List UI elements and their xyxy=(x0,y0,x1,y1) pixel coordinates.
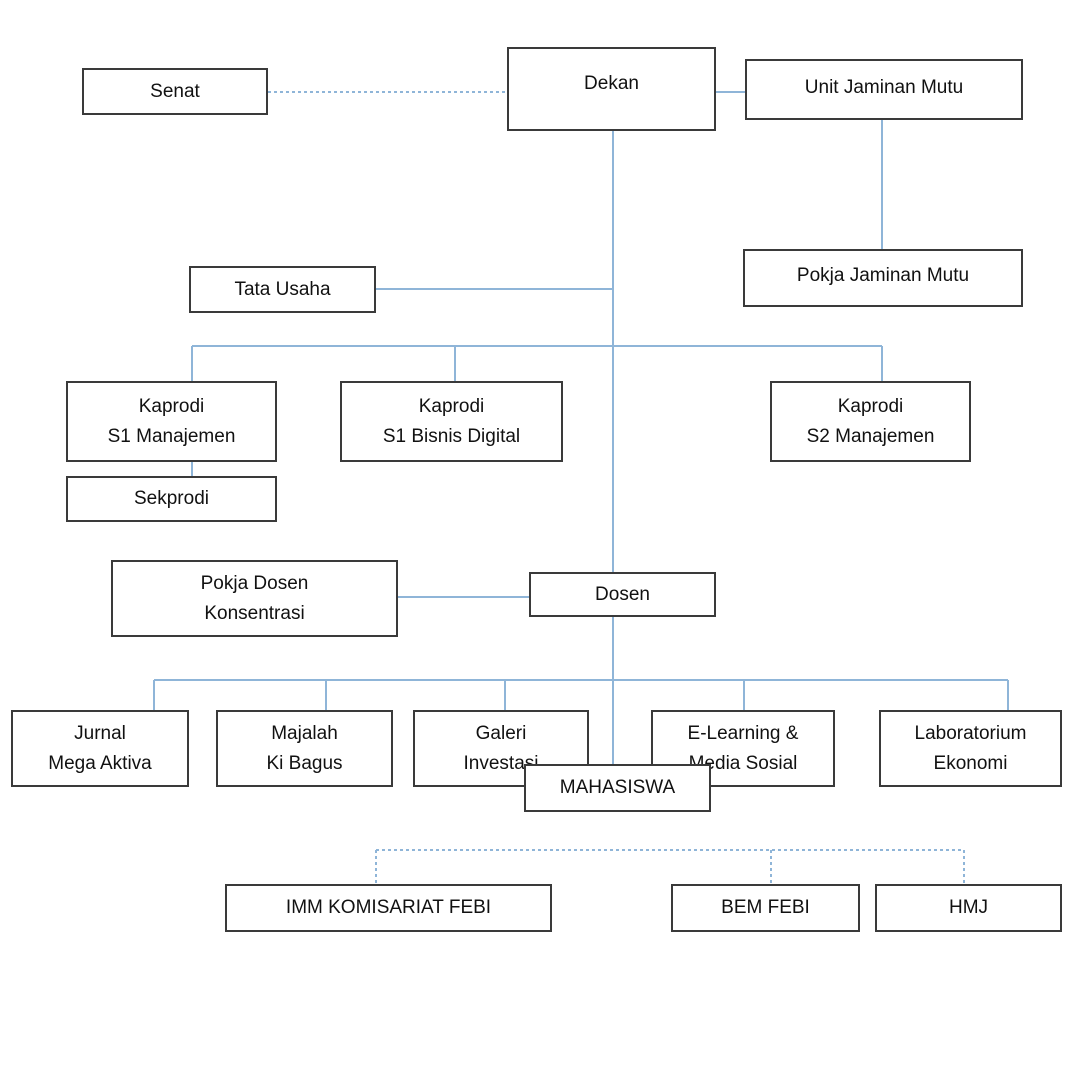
jurnal-mega-aktiva-line1: Jurnal xyxy=(74,722,126,744)
sekprodi-box: Sekprodi xyxy=(66,476,277,522)
pokja-dosen-konsentrasi-line2: Konsentrasi xyxy=(204,602,305,624)
tata-usaha-box: Tata Usaha xyxy=(189,266,376,313)
imm-komisariat-febi-box: IMM KOMISARIAT FEBI xyxy=(225,884,552,932)
tata-usaha-label: Tata Usaha xyxy=(234,278,331,300)
pokja-dosen-konsentrasi-line1: Pokja Dosen xyxy=(200,572,309,594)
kaprodi-s1-bisnis-digital-line1: Kaprodi xyxy=(418,395,485,417)
hmj-box: HMJ xyxy=(875,884,1062,932)
kaprodi-s2-manajemen-line2: S2 Manajemen xyxy=(806,425,935,447)
kaprodi-s1-bisnis-digital-line2: S1 Bisnis Digital xyxy=(382,425,521,447)
dosen-box: Dosen xyxy=(529,572,716,617)
jurnal-mega-aktiva-box: Jurnal Mega Aktiva xyxy=(11,710,189,787)
pokja-jaminan-mutu-box: Pokja Jaminan Mutu xyxy=(743,249,1023,307)
pokja-jaminan-mutu-label: Pokja Jaminan Mutu xyxy=(796,265,970,286)
kaprodi-s1-manajemen-box: Kaprodi S1 Manajemen xyxy=(66,381,277,462)
laboratorium-ekonomi-line2: Ekonomi xyxy=(933,752,1008,774)
galeri-investasi-line1: Galeri xyxy=(475,722,527,744)
pokja-dosen-konsentrasi-box: Pokja Dosen Konsentrasi xyxy=(111,560,398,637)
laboratorium-ekonomi-line1: Laboratorium xyxy=(914,722,1027,744)
kaprodi-s1-manajemen-line1: Kaprodi xyxy=(138,395,205,417)
galeri-investasi-line2: Investasi xyxy=(463,752,539,774)
kaprodi-s2-manajemen-box: Kaprodi S2 Manajemen xyxy=(770,381,971,462)
senat-box: Senat xyxy=(82,68,268,115)
mahasiswa-label: MAHASISWA xyxy=(559,777,676,798)
bem-febi-box: BEM FEBI xyxy=(671,884,860,932)
kaprodi-s2-manajemen-line1: Kaprodi xyxy=(837,395,904,417)
elearning-media-sosial-line2: Media Sosial xyxy=(688,752,798,774)
sekprodi-label: Sekprodi xyxy=(134,488,209,509)
hmj-label: HMJ xyxy=(948,897,989,918)
kaprodi-s1-bisnis-digital-box: Kaprodi S1 Bisnis Digital xyxy=(340,381,563,462)
bem-febi-label: BEM FEBI xyxy=(721,897,810,918)
imm-komisariat-febi-label: IMM KOMISARIAT FEBI xyxy=(285,897,492,918)
mahasiswa-box: MAHASISWA xyxy=(524,764,711,812)
majalah-ki-bagus-box: Majalah Ki Bagus xyxy=(216,710,393,787)
kaprodi-s1-manajemen-line2: S1 Manajemen xyxy=(107,425,236,447)
senat-label: Senat xyxy=(150,80,200,102)
galeri-investasi-box: Galeri Investasi xyxy=(413,710,589,787)
jurnal-mega-aktiva-line2: Mega Aktiva xyxy=(48,752,152,774)
majalah-ki-bagus-line2: Ki Bagus xyxy=(266,752,343,774)
dosen-label: Dosen xyxy=(595,583,650,605)
laboratorium-ekonomi-box: Laboratorium Ekonomi xyxy=(879,710,1062,787)
dekan-box: Dekan xyxy=(507,47,716,131)
unit-jaminan-mutu-label: Unit Jaminan Mutu xyxy=(804,77,964,98)
elearning-media-sosial-line1: E-Learning & xyxy=(687,722,799,744)
majalah-ki-bagus-line1: Majalah xyxy=(271,722,338,744)
dekan-label: Dekan xyxy=(584,73,639,94)
unit-jaminan-mutu-box: Unit Jaminan Mutu xyxy=(745,59,1023,120)
